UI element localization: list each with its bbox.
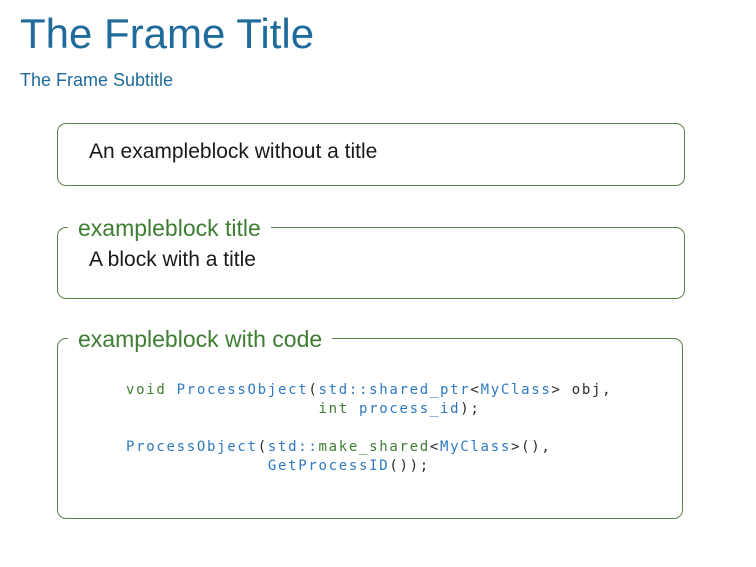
block-body-text: An exampleblock without a title — [89, 140, 378, 163]
example-block-code: exampleblock with code void ProcessObjec… — [57, 326, 683, 519]
code-listing: void ProcessObject(std::shared_ptr<MyCla… — [126, 382, 613, 474]
block-title: exampleblock title — [68, 215, 271, 241]
frame-subtitle: The Frame Subtitle — [20, 70, 174, 90]
block-title: exampleblock with code — [68, 326, 333, 352]
example-block-titled: exampleblock title A block with a title — [57, 215, 685, 299]
example-block-plain: An exampleblock without a title — [57, 123, 685, 186]
block-body-text: A block with a title — [89, 248, 256, 271]
frame-title: The Frame Title — [20, 10, 315, 57]
